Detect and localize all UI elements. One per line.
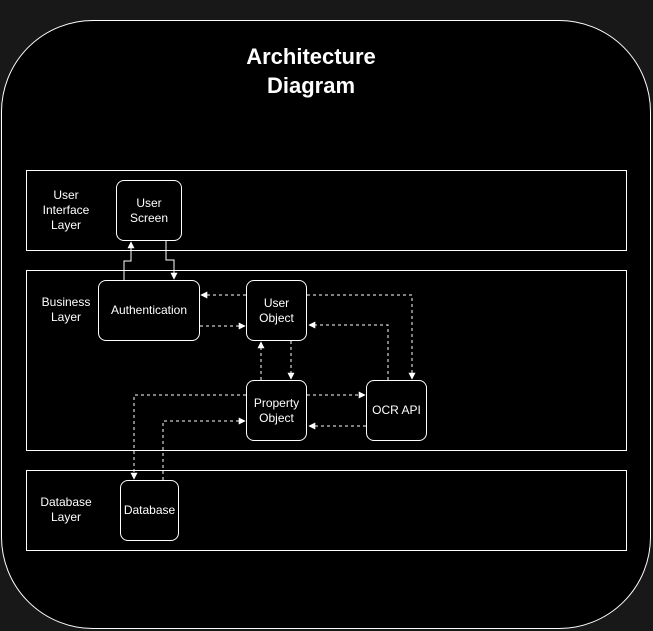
database-layer-label: Database Layer — [26, 495, 106, 525]
connector-user-screen-to-authentication — [165, 241, 178, 280]
connector-ocr-api-to-user-object — [308, 321, 389, 380]
node-label-line: User — [263, 295, 290, 310]
node-label-line: Object — [259, 410, 294, 425]
user-screen-node[interactable]: User Screen — [116, 180, 182, 241]
connector-property-object-to-database — [130, 394, 246, 480]
connector-user-object-to-ocr-api — [307, 294, 416, 380]
authentication-node[interactable]: Authentication — [98, 280, 200, 341]
node-label-line: Database — [123, 503, 176, 517]
layer-label-line: Interface — [42, 203, 90, 217]
node-label-line: Property — [253, 395, 300, 410]
connector-database-to-property-object — [162, 417, 246, 480]
layer-label-line: Layer — [50, 218, 82, 232]
user-object-node[interactable]: User Object — [246, 280, 307, 341]
node-label-line: User — [136, 195, 162, 210]
layer-label-line: Layer — [50, 510, 82, 524]
layer-label-line: Database — [40, 495, 92, 509]
user-interface-layer-label: User Interface Layer — [26, 188, 106, 233]
layer-label-line: Business — [41, 295, 91, 309]
node-label-line: Authentication — [110, 303, 188, 317]
layer-label-line: Layer — [50, 310, 82, 324]
connector-authentication-to-user-screen — [123, 241, 135, 280]
title-line-1: Architecture — [246, 44, 376, 69]
title-line-2: Diagram — [266, 73, 356, 98]
ocr-api-node[interactable]: OCR API — [366, 380, 427, 441]
database-node[interactable]: Database — [120, 480, 179, 541]
layer-label-line: User — [53, 188, 79, 202]
business-layer-label: Business Layer — [26, 295, 106, 325]
node-label-line: Screen — [129, 210, 169, 225]
property-object-node[interactable]: Property Object — [246, 380, 307, 441]
diagram-title: Architecture Diagram — [196, 42, 426, 100]
node-label-line: Object — [259, 310, 294, 325]
node-label-line: OCR API — [372, 403, 421, 417]
